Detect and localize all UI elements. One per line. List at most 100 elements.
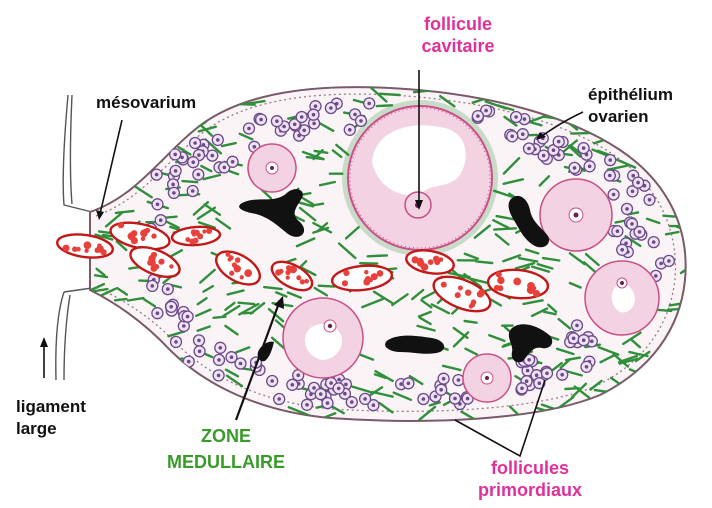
red-blood-cell	[229, 271, 234, 276]
stroma-cell	[77, 91, 88, 93]
stroma-cell	[79, 378, 92, 386]
stroma-cell	[377, 105, 392, 106]
red-blood-cell	[465, 290, 471, 296]
oocyte-nucleus	[521, 132, 525, 136]
red-blood-cell	[149, 260, 156, 267]
red-blood-cell	[304, 279, 309, 284]
oocyte-nucleus	[582, 338, 586, 342]
oocyte-nucleus	[187, 360, 191, 364]
oocyte-nucleus	[557, 140, 561, 144]
stroma-cell	[99, 231, 109, 232]
oocyte-nucleus	[654, 274, 658, 278]
stroma-cell	[666, 188, 686, 196]
stroma-cell	[83, 338, 96, 349]
stroma-cell	[666, 182, 673, 189]
oocyte-nucleus	[291, 383, 295, 387]
stroma-cell	[656, 372, 667, 378]
stroma-cell	[145, 144, 155, 148]
stroma-cell	[605, 125, 625, 131]
oocyte-nucleus	[217, 358, 221, 362]
oocyte-nucleus	[193, 141, 197, 145]
stroma-cell	[106, 346, 117, 352]
oocyte-nucleus	[329, 106, 333, 110]
oocyte-nucleus	[156, 311, 160, 315]
stroma-cell	[152, 400, 160, 407]
label-zone-1: ZONE	[201, 426, 251, 446]
stroma-cell	[218, 401, 233, 413]
oocyte-nucleus	[197, 153, 201, 157]
red-blood-cell	[151, 233, 156, 238]
oocyte-nucleus	[186, 315, 190, 319]
oocyte-nucleus	[520, 387, 524, 391]
red-blood-cell	[76, 247, 81, 252]
stroma-cell	[670, 153, 689, 161]
label-follicules-primordiaux-1: follicules	[491, 458, 569, 478]
stroma-cell	[157, 128, 167, 130]
oocyte-nucleus	[572, 337, 576, 341]
stroma-cell	[476, 261, 492, 263]
stroma-cell	[132, 399, 146, 402]
stroma-cell	[668, 309, 684, 310]
red-blood-cell	[296, 275, 301, 280]
stroma-cell	[683, 414, 697, 421]
red-blood-cell	[439, 257, 444, 262]
stroma-cell	[114, 115, 128, 118]
stroma-cell	[74, 100, 95, 107]
oocyte-nucleus	[625, 207, 629, 211]
oocyte-nucleus	[171, 183, 175, 187]
stroma-cell	[555, 88, 569, 98]
stroma-cell	[565, 388, 578, 389]
red-blood-cell	[342, 280, 348, 286]
red-blood-cell	[285, 270, 290, 275]
stroma-cell	[149, 390, 167, 395]
oocyte-nucleus	[552, 148, 556, 152]
label-ligament-1: ligament	[16, 397, 86, 416]
stroma-cell	[210, 91, 221, 100]
oocyte-nucleus	[348, 128, 352, 132]
red-blood-cell	[84, 249, 88, 253]
stroma-cell	[206, 401, 223, 413]
follicle-right-lower	[585, 261, 659, 335]
red-blood-cell	[202, 229, 206, 233]
stroma-cell	[111, 314, 126, 328]
stroma-cell	[673, 394, 693, 395]
oocyte-nucleus	[337, 387, 341, 391]
red-blood-cell	[192, 232, 196, 236]
stroma-cell	[119, 170, 135, 183]
red-blood-cell	[527, 286, 535, 294]
stroma-cell	[82, 164, 104, 165]
label-mesovarium: mésovarium	[96, 93, 196, 112]
red-blood-cell	[300, 279, 305, 284]
red-blood-cell	[63, 245, 70, 252]
label-ligament-2: large	[16, 419, 57, 438]
red-blood-cell	[477, 291, 484, 298]
oocyte-nucleus	[608, 158, 612, 162]
stroma-cell	[513, 88, 531, 93]
oocyte-nucleus	[372, 403, 376, 407]
stroma-cell	[123, 366, 136, 370]
oocyte-nucleus	[231, 160, 235, 164]
red-blood-cell	[118, 222, 124, 228]
red-blood-cell	[193, 238, 199, 244]
oocyte-nucleus	[329, 381, 333, 385]
oocyte-nucleus	[630, 222, 634, 226]
red-blood-cell	[84, 241, 92, 249]
oocyte-nucleus	[620, 248, 624, 252]
follicule-cavitaire	[342, 100, 498, 256]
oocyte-nucleus	[275, 119, 279, 123]
oocyte-nucleus	[667, 259, 671, 263]
stroma-cell	[679, 114, 693, 116]
oocyte-nucleus	[545, 372, 549, 376]
oocyte-nucleus	[198, 350, 202, 354]
stroma-cell	[631, 387, 646, 399]
stroma-cell	[148, 156, 160, 157]
oocyte-nucleus	[247, 127, 251, 131]
oocyte-nucleus	[652, 240, 656, 244]
oocyte-nucleus	[277, 397, 281, 401]
stroma-cell	[669, 363, 687, 375]
oocyte-nucleus	[211, 154, 215, 158]
stroma-cell	[76, 133, 86, 135]
stroma-cell	[80, 130, 94, 139]
oocyte-nucleus	[314, 104, 318, 108]
oocyte-nucleus	[223, 166, 227, 170]
